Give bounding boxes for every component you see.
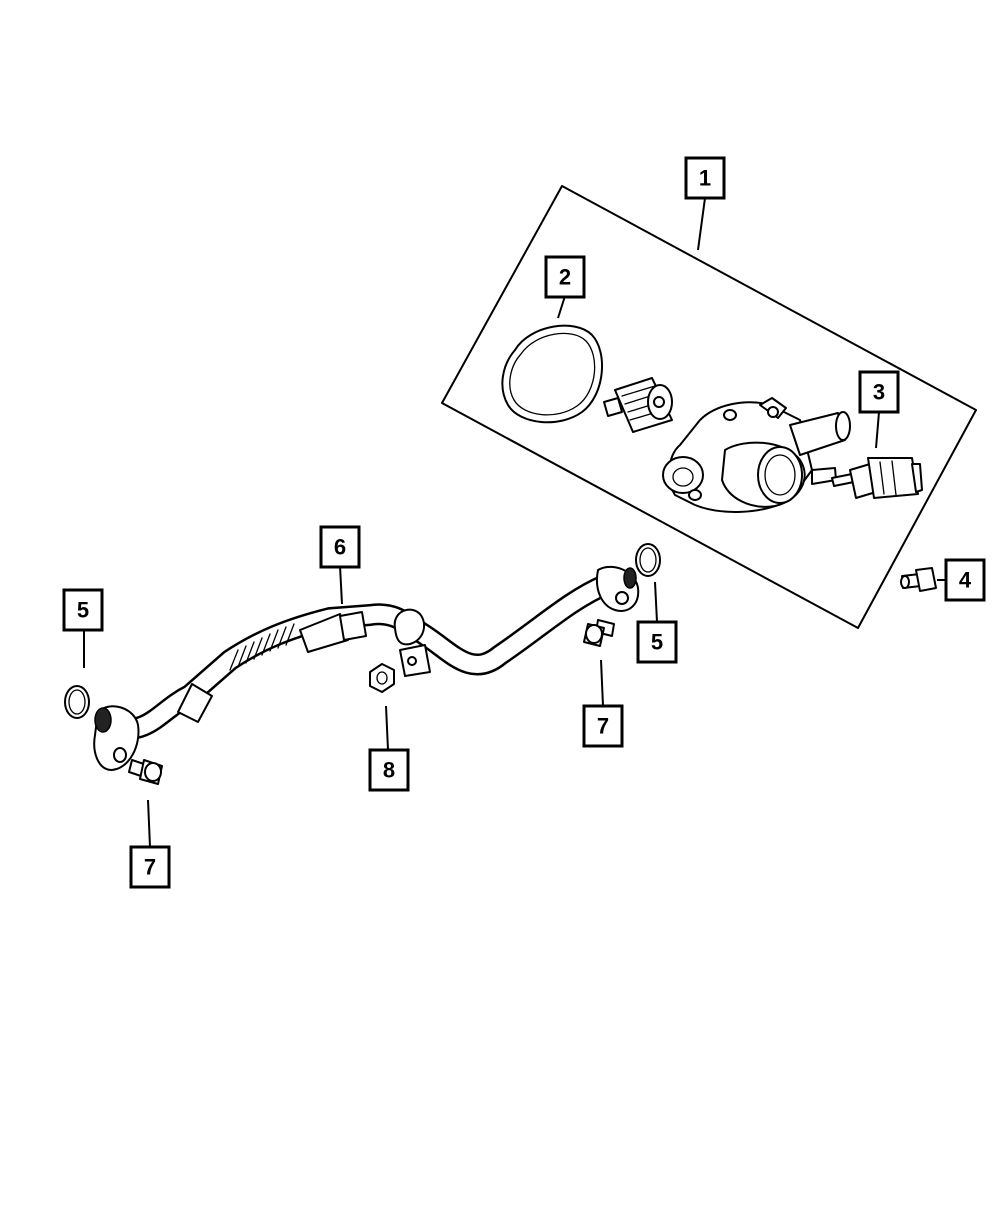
callout-8: 8 [368, 748, 410, 792]
callout-8-label: 8 [383, 758, 395, 783]
leader-8 [385, 705, 389, 751]
callout-5-right: 5 [636, 620, 678, 664]
leader-2 [557, 295, 566, 319]
leader-5b [654, 581, 658, 623]
leader-6 [339, 565, 343, 605]
leader-7b [600, 659, 604, 707]
thermostat-part [603, 377, 673, 433]
nut-part-8 [369, 663, 395, 693]
gasket-part [501, 324, 604, 424]
callout-5-left-label: 5 [77, 598, 89, 623]
callout-4: 4 [944, 558, 986, 602]
callout-1-label: 1 [699, 166, 711, 191]
callout-5-right-label: 5 [651, 630, 663, 655]
o-ring-left [64, 685, 90, 719]
leader-7a [147, 799, 151, 848]
callout-5-left: 5 [62, 588, 104, 632]
leader-1 [697, 197, 706, 251]
callout-4-label: 4 [959, 568, 972, 593]
callout-7-left-label: 7 [144, 855, 156, 880]
bolt-part-7-right [583, 619, 615, 647]
callout-2-label: 2 [559, 265, 571, 290]
temperature-sensor-part [831, 457, 923, 499]
bolt-part-7-left [128, 759, 163, 785]
callout-6: 6 [319, 525, 361, 569]
callout-3: 3 [858, 370, 900, 414]
callout-2: 2 [544, 255, 586, 299]
o-ring-right [635, 543, 661, 577]
bolt-part-4 [900, 567, 937, 592]
callout-3-label: 3 [873, 380, 885, 405]
callout-1: 1 [684, 156, 726, 200]
callout-7-left: 7 [129, 845, 171, 889]
coolant-tube-part [93, 565, 640, 771]
leader-3 [875, 411, 880, 449]
thermostat-housing-part [662, 397, 851, 513]
callout-6-label: 6 [334, 535, 346, 560]
kit-boundary [441, 185, 977, 629]
callout-7-right-label: 7 [597, 714, 609, 739]
callout-7-right: 7 [582, 704, 624, 748]
